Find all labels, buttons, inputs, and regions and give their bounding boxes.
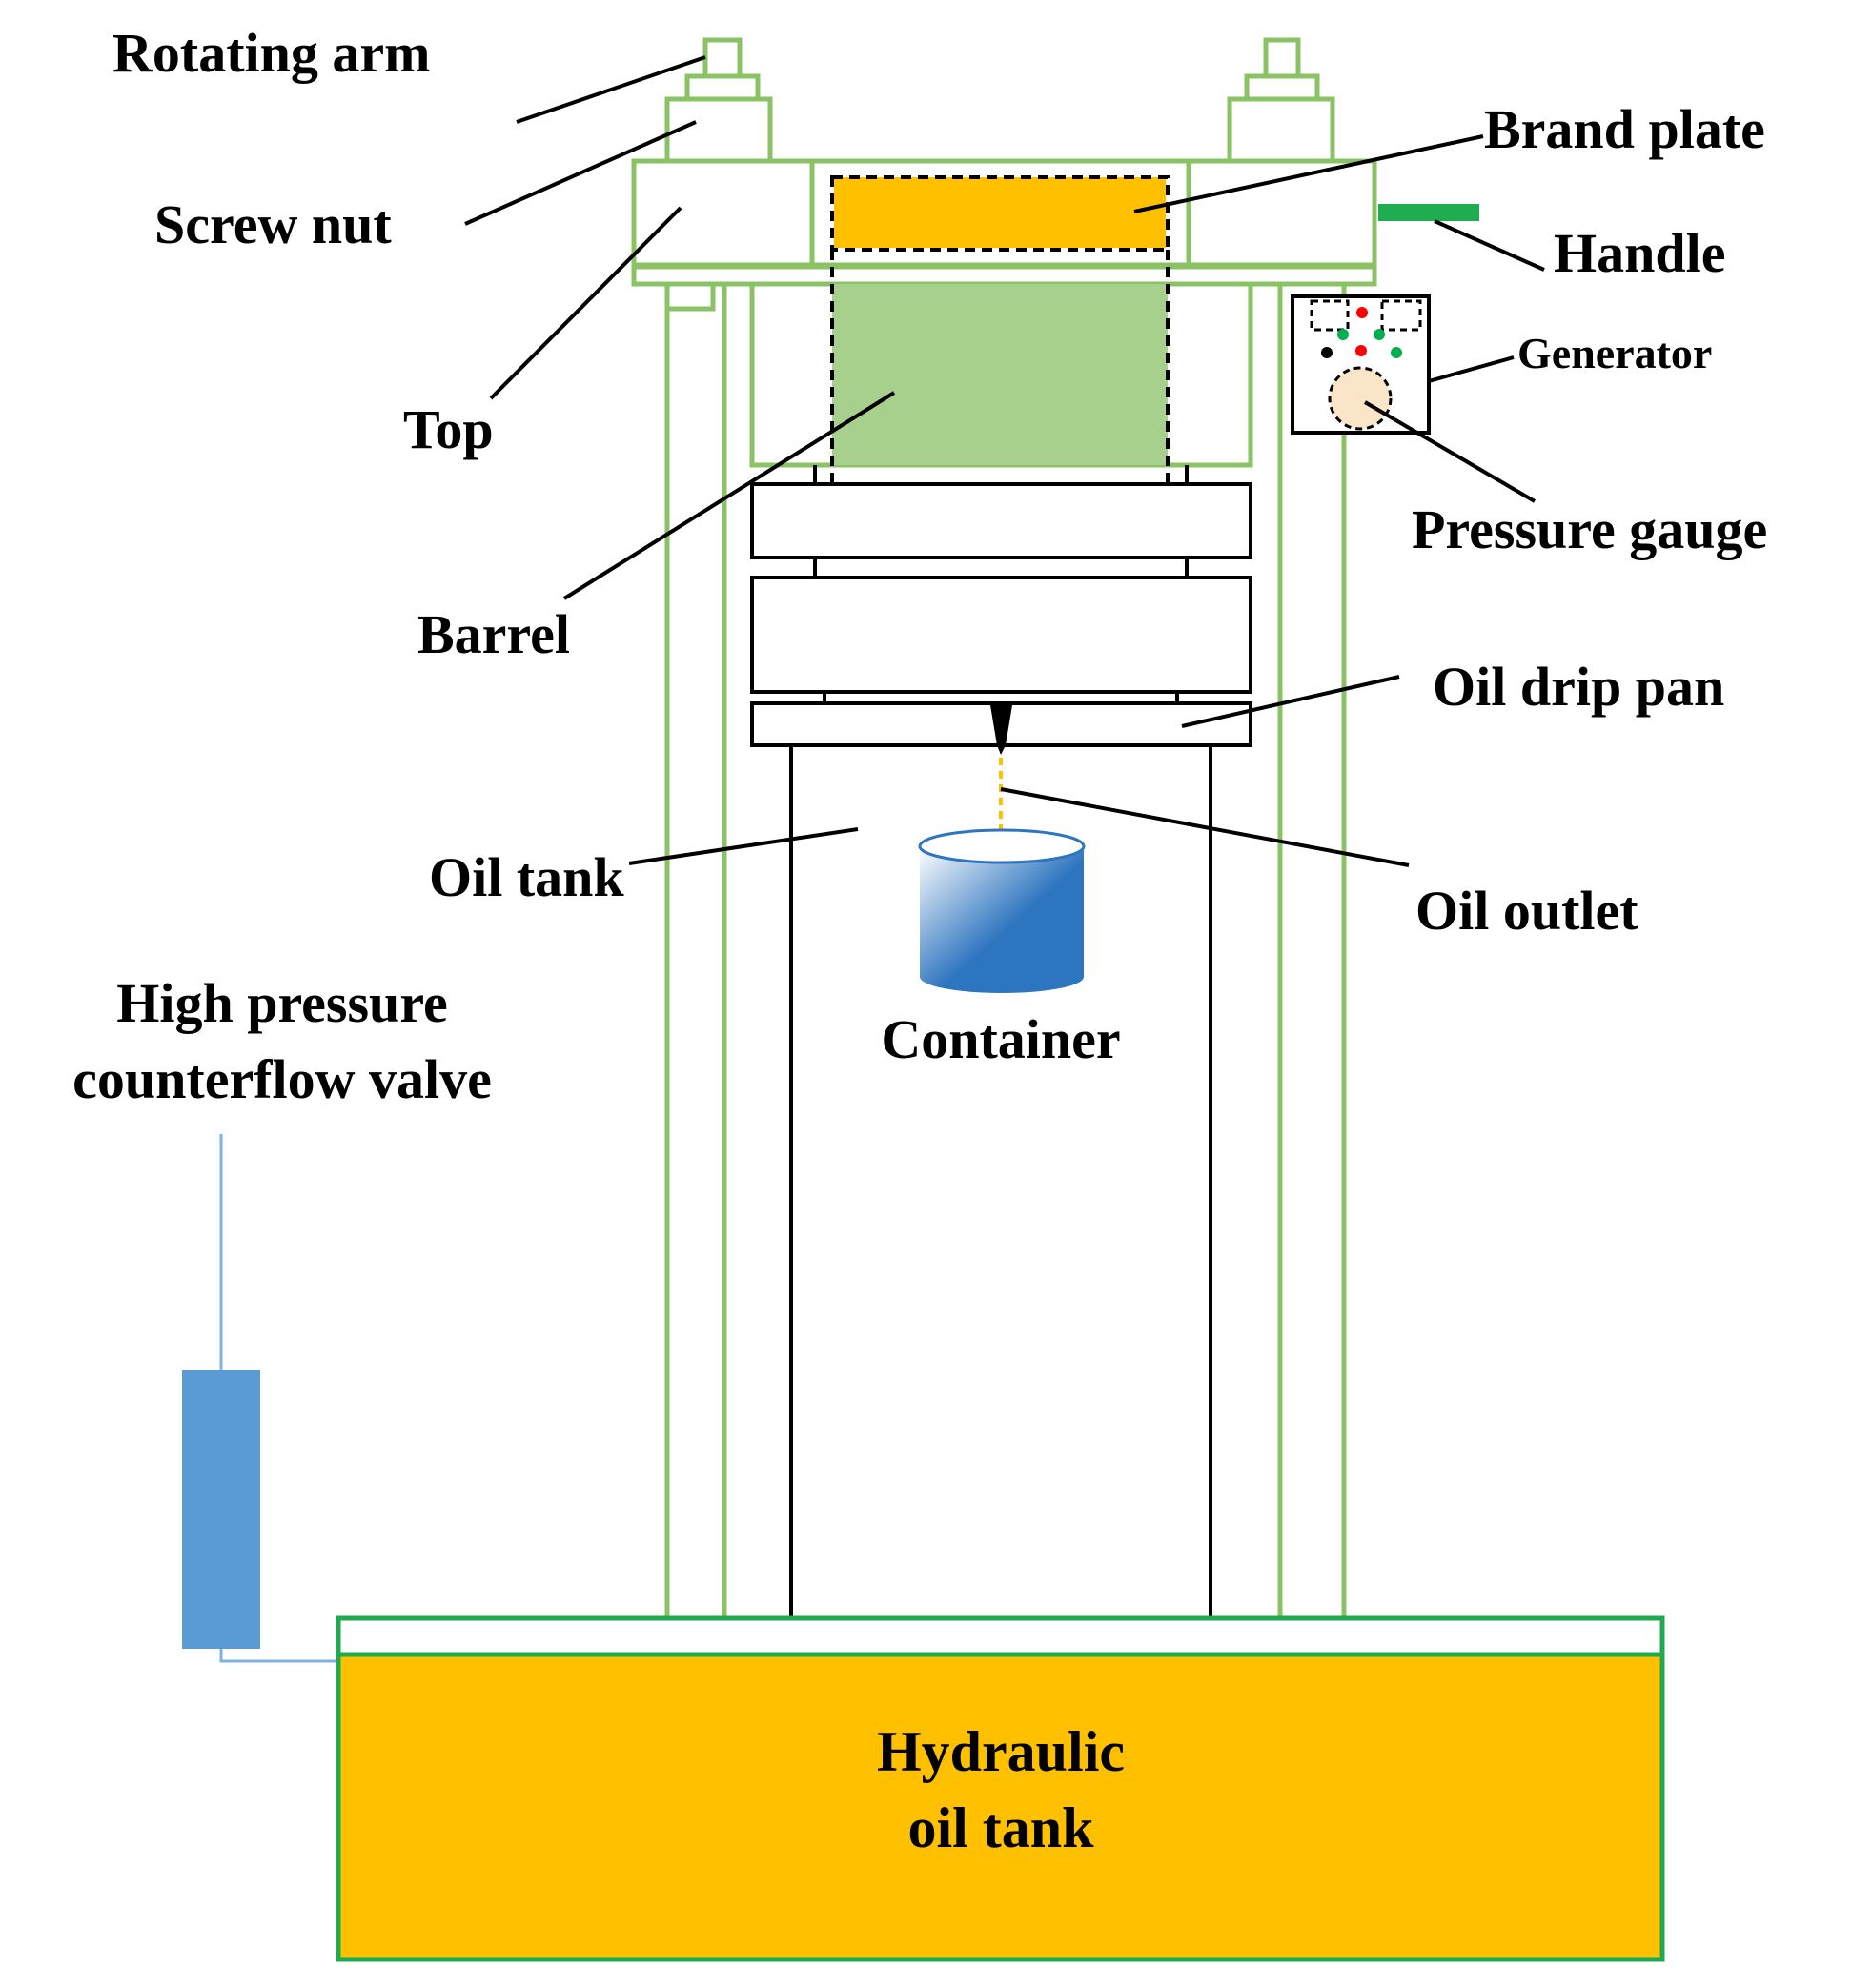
leader-barrel (562, 391, 896, 600)
leader-handle (1434, 219, 1545, 272)
high-pressure-valve (182, 1370, 260, 1649)
label-oil-tank: Oil tank (429, 846, 624, 908)
dashed-top-box (830, 175, 1170, 252)
label-brand-plate: Brand plate (1484, 98, 1765, 160)
left-column-outer (664, 281, 727, 1621)
base-platform (336, 1615, 1665, 1657)
leader-oil-drip-pan (1181, 675, 1400, 728)
knob-right-mid (1244, 73, 1320, 102)
barrel (832, 284, 1168, 465)
pressure-gauge-dial (1328, 366, 1393, 431)
leader-top (489, 206, 682, 400)
press-dashed-outline (830, 175, 1170, 558)
leader-pressure-gauge (1363, 400, 1537, 503)
leader-rotating-arm (516, 55, 706, 124)
container-body (920, 846, 1084, 993)
label-top: Top (403, 398, 494, 460)
label-hydraulic-line2: oil tank (907, 1796, 1094, 1859)
label-oil-drip-pan: Oil drip pan (1433, 656, 1724, 718)
leader-screw-nut (464, 120, 697, 226)
indicator-green-2 (1374, 329, 1385, 340)
label-container: Container (881, 1008, 1120, 1070)
rotating-arm-right (1227, 37, 1335, 164)
container-rim (918, 828, 1086, 864)
leader-lines (464, 55, 1545, 867)
generator-dashed-left (1310, 299, 1350, 332)
leader-brand-plate (1133, 134, 1484, 213)
screw-nut-right (1227, 96, 1335, 164)
knob-left-mid (684, 73, 761, 102)
indicator-red-mid (1355, 345, 1367, 356)
oil-outlet-nozzle (990, 705, 1012, 755)
label-handle: Handle (1554, 222, 1726, 284)
upper-plate (750, 482, 1252, 559)
generator-dashed-right (1380, 299, 1422, 332)
label-hp-valve-line1: High pressure (116, 972, 448, 1034)
leader-generator (1428, 355, 1515, 383)
label-pressure-gauge: Pressure gauge (1412, 498, 1767, 560)
indicator-black (1321, 347, 1333, 358)
valve-pipe (219, 1649, 336, 1663)
leader-oil-outlet (1000, 787, 1410, 867)
brand-plate (834, 177, 1166, 248)
top-beam-bottom (631, 264, 1377, 287)
right-column-outer (1277, 281, 1347, 1621)
indicator-red-top (1356, 307, 1368, 318)
knob-left-top (702, 37, 743, 79)
indicator-green-3 (1391, 347, 1402, 358)
lower-plate (750, 576, 1252, 694)
hydraulic-oil-tank (336, 1652, 1665, 1962)
container-icon (918, 828, 1086, 993)
label-screw-nut: Screw nut (154, 193, 392, 255)
label-oil-outlet: Oil outlet (1415, 880, 1638, 942)
screw-nut-left (664, 96, 773, 164)
indicator-green-1 (1337, 329, 1349, 340)
leader-oil-tank (628, 827, 859, 865)
handle (1378, 204, 1479, 221)
generator-box (1291, 294, 1431, 435)
label-hp-valve-line2: counterflow valve (72, 1048, 492, 1110)
label-barrel: Barrel (417, 603, 570, 665)
label-hydraulic-line1: Hydraulic (877, 1720, 1125, 1783)
left-column-inner-cap (664, 281, 716, 312)
label-rotating-arm: Rotating arm (112, 22, 430, 84)
knob-right-top (1263, 37, 1301, 79)
rotating-arm-left (664, 37, 773, 164)
label-generator: Generator (1517, 329, 1712, 377)
press-plates (750, 465, 1252, 1618)
